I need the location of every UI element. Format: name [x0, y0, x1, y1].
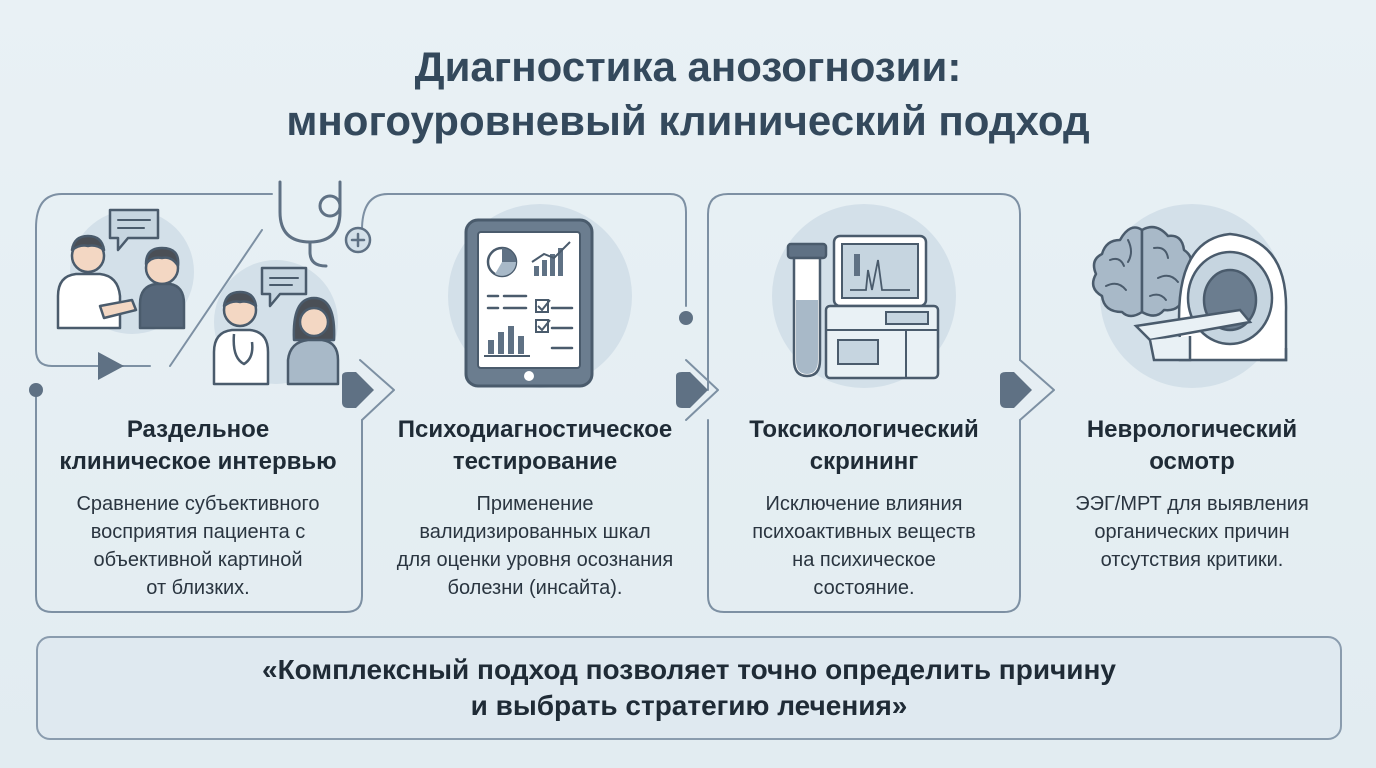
step-title: Токсикологический скрининг — [749, 416, 979, 475]
card-1-outer-border — [35, 389, 363, 613]
tablet-charts-icon — [448, 204, 632, 388]
connector-dot-card2 — [679, 311, 693, 325]
arrow-3-chevron — [1019, 359, 1055, 421]
step-title: Неврологический осмотр — [1086, 416, 1298, 475]
step-description: Исключение влияния психоактивных веществ… — [752, 493, 976, 599]
title-line-2: многоуровневый клинический подход — [286, 97, 1090, 144]
page-title: Диагностика анозогнозии: многоуровневый … — [0, 40, 1376, 148]
title-line-1: Диагностика анозогнозии: — [414, 43, 962, 90]
brain-mri-scanner-icon — [1091, 204, 1288, 388]
step-arrow-icon-3 — [1000, 372, 1032, 408]
card-2-top-border — [361, 193, 687, 307]
step-card-1: Раздельное клиническое интервью Сравнени… — [40, 414, 356, 602]
lab-analyzer-icon — [772, 204, 956, 388]
step-card-3: Токсикологический скрининг Исключение вл… — [712, 414, 1016, 602]
step-arrow-icon-2 — [676, 372, 708, 408]
step-card-4: Неврологический осмотр ЭЭГ/МРТ для выявл… — [1040, 414, 1344, 574]
arrow-1-chevron — [359, 359, 395, 421]
conclusion-box: «Комплексный подход позволяет точно опре… — [36, 636, 1342, 740]
conclusion-line-2: и выбрать стратегию лечения» — [470, 690, 908, 721]
card-3-top-border — [707, 193, 1021, 391]
card-1-inner-border — [35, 227, 151, 367]
step-card-2: Психодиагностическое тестирование Примен… — [366, 414, 704, 602]
card-1-diagonal — [169, 229, 263, 367]
card-3-bottom-border — [707, 419, 1021, 613]
arrow-2-chevron — [685, 359, 719, 421]
card-1-top-border — [35, 193, 273, 229]
doctor-patient-interview-icon — [56, 180, 372, 386]
play-arrow-icon — [98, 352, 124, 380]
step-title: Раздельное клиническое интервью — [59, 416, 337, 475]
step-description: Сравнение субъективного восприятия пацие… — [76, 493, 320, 599]
connector-dot-left — [29, 383, 43, 397]
conclusion-line-1: «Комплексный подход позволяет точно опре… — [262, 654, 1116, 685]
step-description: Применение валидизированных шкал для оце… — [396, 493, 674, 599]
step-title: Психодиагностическое тестирование — [397, 416, 673, 475]
step-description: ЭЭГ/МРТ для выявления органических причи… — [1075, 493, 1309, 571]
step-arrow-icon-1 — [342, 372, 374, 408]
